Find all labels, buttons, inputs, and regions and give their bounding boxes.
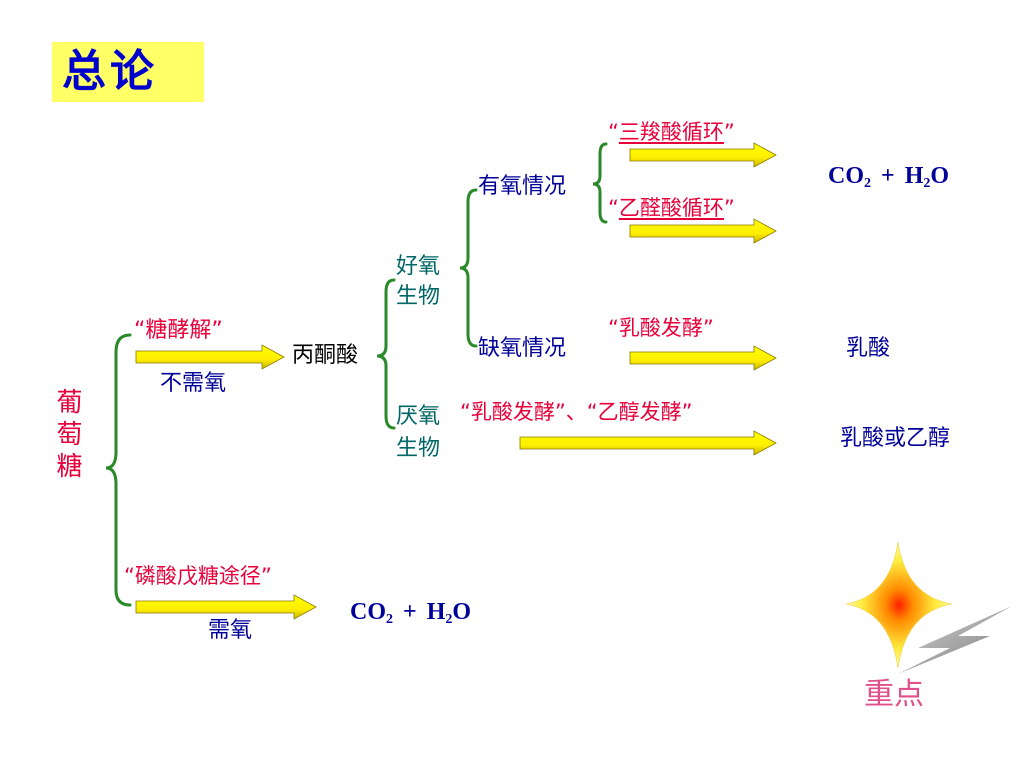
tca-cycle-label: “三羧酸循环” [608,120,735,144]
yellow-arrow-icon [135,594,317,620]
aerobic-organism-line1: 好氧 [396,254,441,279]
product-lactic-label: 乳酸 [846,336,891,361]
anoxic-condition-label: 缺氧情况 [478,336,567,361]
brace-aerobic-condition-icon [592,142,608,224]
key-point-label: 重点 [864,677,924,712]
yellow-arrow-icon [519,430,777,456]
brace-glucose-icon [105,333,132,607]
brace-pyruvate-icon [376,278,396,430]
glucose-label: 葡萄糖 [52,388,82,484]
product2-co2-h2o: CO2 + H2O [350,599,472,627]
pyruvate-label: 丙酮酸 [292,343,359,368]
oxygen-needed-label: 需氧 [208,618,253,643]
anaerobic-fermentation-label: “乳酸发酵”、“乙醇发酵” [460,400,693,424]
title-highlight [52,42,204,102]
yellow-arrow-icon [135,344,285,370]
anaerobic-organism-line2: 生物 [396,436,441,461]
gray-lightning-icon [898,606,1012,674]
glyoxylate-cycle-label: “乙醛酸循环” [608,196,735,220]
yellow-arrow-icon [629,345,777,371]
product-lactic-or-ethanol-label: 乳酸或乙醇 [840,426,951,451]
lactic-fermentation-label: “乳酸发酵” [608,316,714,340]
yellow-arrow-icon [629,142,777,168]
aerobic-organism-line2: 生物 [396,284,441,309]
glycolysis-label: “糖酵解” [134,318,223,343]
sparkle-star-icon [845,541,953,669]
pentose-phosphate-label: “磷酸戊糖途径” [124,564,272,588]
brace-aerobic-icon [459,188,478,348]
product-co2-h2o: CO2 + H2O [828,163,950,191]
aerobic-condition-label: 有氧情况 [478,174,567,199]
page-title: 总论 [62,46,158,97]
anaerobic-organism-line1: 厌氧 [396,404,441,429]
no-oxygen-label: 不需氧 [160,371,227,396]
yellow-arrow-icon [629,218,777,244]
arrows [135,142,777,620]
